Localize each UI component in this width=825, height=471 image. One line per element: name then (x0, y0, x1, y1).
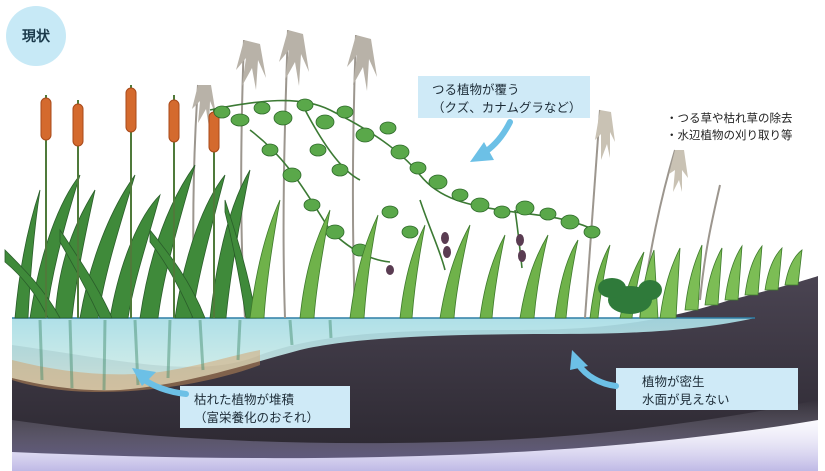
callout-vines: つる植物が覆う （クズ、カナムグラなど） (424, 78, 589, 120)
water-body (12, 318, 755, 391)
callout-vines-line2: （クズ、カナムグラなど） (432, 100, 582, 115)
arrowhead-vines (470, 142, 494, 162)
vines (209, 98, 601, 275)
status-badge: 現状 (6, 6, 66, 66)
bank-shadow-glow (12, 400, 818, 471)
badge-circle (6, 6, 66, 66)
callout-dense-line1: 植物が密生 (642, 374, 705, 389)
reed-plumes (192, 30, 688, 192)
arrowhead-sediment (132, 368, 156, 386)
callout-vines-line1: つる植物が覆う (432, 82, 520, 97)
status-badge-label: 現状 (22, 29, 50, 45)
callout-vines-box (418, 76, 590, 118)
callout-sediment: 枯れた植物が堆積 （富栄養化のおそれ） (186, 388, 327, 430)
water-sediment (12, 350, 260, 392)
callout-dense: 植物が密生 水面が見えない (634, 370, 738, 412)
grass-right-shrub (598, 278, 662, 314)
callout-dense-line2: 水面が見えない (642, 392, 730, 407)
callout-sediment-line1: 枯れた植物が堆積 (194, 392, 295, 407)
arrowhead-dense (570, 350, 588, 370)
submerged-stems (38, 319, 333, 391)
measures-item-1: ・つる草や枯れ草の除去 (666, 111, 793, 125)
measures-list: ・つる草や枯れ草の除去 ・水辺植物の刈り取り等 (666, 110, 793, 144)
measures-item-2: ・水辺植物の刈り取り等 (666, 128, 793, 142)
callout-dense-box (616, 368, 798, 410)
grass-middle (249, 199, 645, 319)
cattails (40, 85, 220, 318)
callout-sediment-box (180, 386, 350, 428)
callout-sediment-line2: （富栄養化のおそれ） (194, 410, 320, 425)
tall-grass-left (4, 164, 257, 319)
grass-right (639, 244, 803, 319)
